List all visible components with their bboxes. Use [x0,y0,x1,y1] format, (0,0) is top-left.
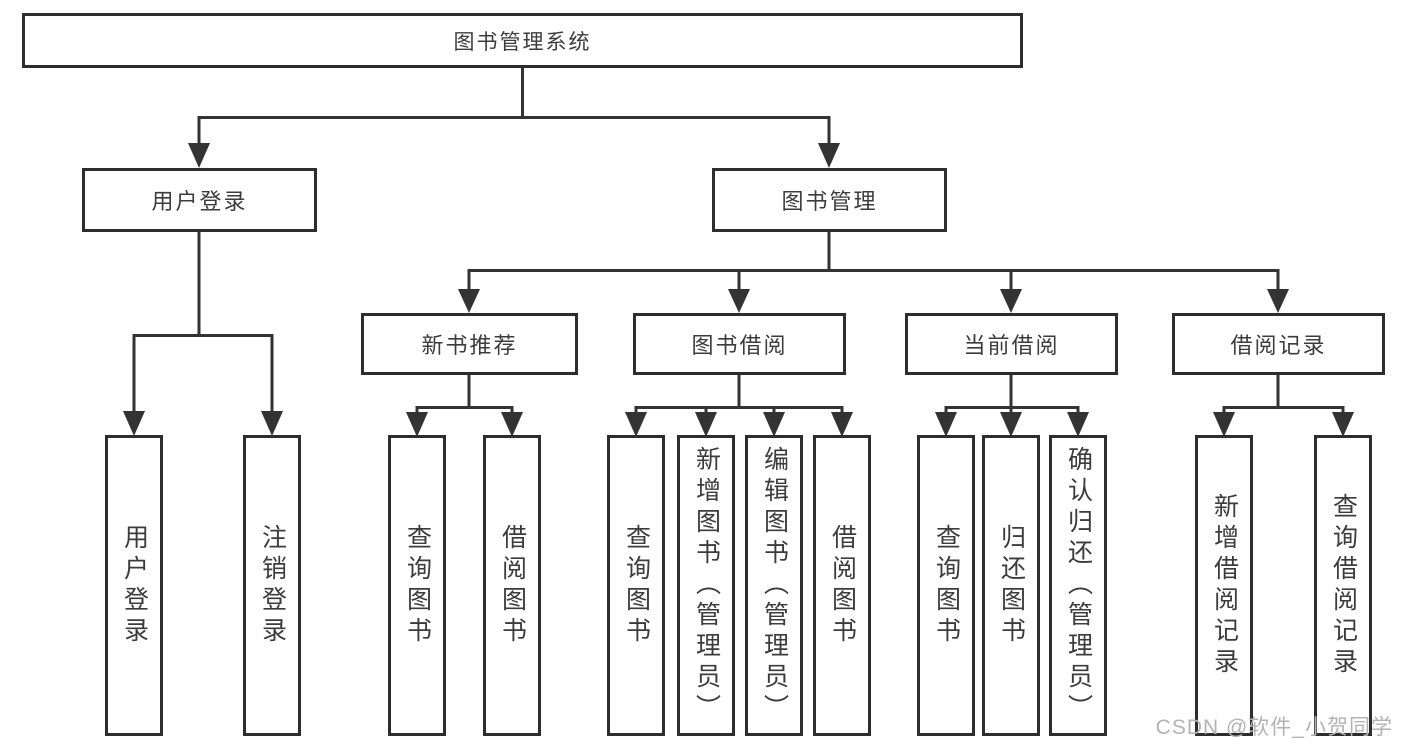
leaf-query-books-recommend-label: 查询图书 [403,523,432,648]
node-book-management-branch: 图书管理 [712,168,947,232]
leaf-logout: 注销登录 [243,435,301,736]
node-book-borrow: 图书借阅 [633,313,846,375]
leaf-confirm-return-admin-label: 确认归还（管理员） [1064,446,1093,725]
leaf-return-books-label: 归还图书 [997,523,1026,648]
node-user-login-branch: 用户登录 [82,168,317,232]
node-borrow-record: 借阅记录 [1172,313,1385,375]
node-user-login-branch-label: 用户登录 [151,189,248,214]
leaf-query-books-borrow: 查询图书 [607,435,665,736]
leaf-add-borrow-record: 新增借阅记录 [1195,435,1253,736]
leaf-borrow-books: 借阅图书 [813,435,871,736]
leaf-query-books-recommend: 查询图书 [388,435,446,736]
leaf-logout-label: 注销登录 [258,523,287,648]
leaf-query-books-current-label: 查询图书 [932,523,961,648]
leaf-query-borrow-record-label: 查询借阅记录 [1329,492,1358,679]
leaf-query-books-current: 查询图书 [917,435,975,736]
node-new-book-recommend: 新书推荐 [361,313,578,375]
leaf-borrow-books-label: 借阅图书 [828,523,857,648]
leaf-add-borrow-record-label: 新增借阅记录 [1210,492,1239,679]
leaf-borrow-books-recommend-label: 借阅图书 [498,523,527,648]
leaf-edit-books-admin-label: 编辑图书（管理员） [760,446,789,725]
node-borrow-record-label: 借阅记录 [1230,333,1327,358]
leaf-add-books-admin: 新增图书（管理员） [677,435,735,736]
node-current-borrow-label: 当前借阅 [963,333,1060,358]
leaf-return-books: 归还图书 [982,435,1040,736]
leaf-query-borrow-record: 查询借阅记录 [1314,435,1372,736]
csdn-watermark: CSDN @软件_小贺同学 [1155,716,1393,739]
leaf-query-books-borrow-label: 查询图书 [622,523,651,648]
node-book-management-branch-label: 图书管理 [781,189,878,214]
node-new-book-recommend-label: 新书推荐 [421,333,518,358]
leaf-user-login-label: 用户登录 [120,523,149,648]
leaf-borrow-books-recommend: 借阅图书 [483,435,541,736]
node-current-borrow: 当前借阅 [905,313,1118,375]
leaf-edit-books-admin: 编辑图书（管理员） [745,435,803,736]
leaf-add-books-admin-label: 新增图书（管理员） [692,446,721,725]
node-root-label: 图书管理系统 [453,30,592,54]
node-root: 图书管理系统 [22,13,1023,68]
leaf-confirm-return-admin: 确认归还（管理员） [1049,435,1107,736]
node-book-borrow-label: 图书借阅 [691,333,788,358]
leaf-user-login: 用户登录 [105,435,163,736]
